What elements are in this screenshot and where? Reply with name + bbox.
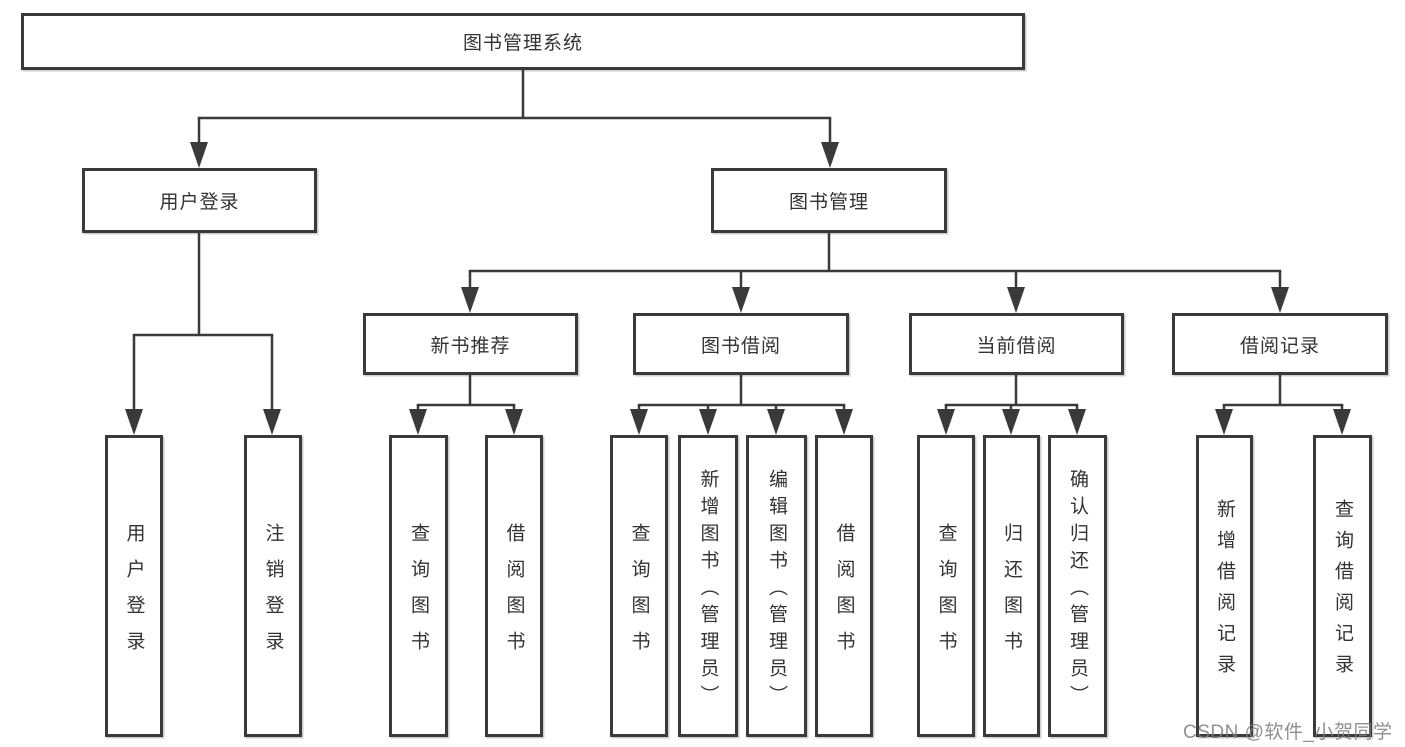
leaf-label: 确认归还（管理员） [1067,468,1088,712]
leaf-query-borrow-record: 查询借阅记录 [1313,435,1372,737]
node-label: 图书管理系统 [462,33,583,54]
csdn-watermark: CSDN @软件_小贺同学 [1183,722,1393,743]
leaf-label: 注销登录 [262,522,284,667]
node-label: 图书管理 [788,192,869,213]
leaf-label: 借阅图书 [833,522,855,667]
arrowhead-icons [125,142,1351,435]
leaf-label: 查询图书 [628,522,650,667]
node-label: 图书借阅 [700,335,781,357]
leaf-return-books: 归还图书 [983,435,1040,737]
leaf-add-books-admin: 新增图书（管理员） [678,435,738,737]
node-book-borrow: 图书借阅 [633,313,849,375]
leaf-label: 借阅图书 [503,522,525,667]
node-user-login: 用户登录 [82,168,317,233]
leaf-borrow-books: 借阅图书 [485,435,543,737]
leaf-logout: 注销登录 [244,435,302,737]
node-label: 当前借阅 [976,335,1057,357]
leaf-label: 新增借阅记录 [1214,499,1235,685]
leaf-label: 用户登录 [123,522,145,667]
leaf-query-books: 查询图书 [610,435,668,737]
leaf-edit-books-admin: 编辑图书（管理员） [746,435,807,737]
leaf-user-login: 用户登录 [105,435,163,737]
node-new-book-recommend: 新书推荐 [363,313,578,375]
node-current-borrow: 当前借阅 [909,313,1124,375]
leaf-borrow-books: 借阅图书 [815,435,873,737]
leaf-query-books: 查询图书 [389,435,448,737]
leaf-add-borrow-record: 新增借阅记录 [1196,435,1253,737]
node-root-system: 图书管理系统 [21,13,1025,70]
leaf-label: 查询图书 [935,522,957,667]
leaf-label: 查询图书 [408,522,429,667]
node-book-management: 图书管理 [711,168,947,233]
leaf-label: 归还图书 [1001,522,1022,667]
leaf-query-books: 查询图书 [917,435,975,737]
node-label: 新书推荐 [430,335,511,357]
leaf-label: 查询借阅记录 [1332,499,1353,685]
node-label: 借阅记录 [1239,335,1320,357]
leaf-label: 编辑图书（管理员） [766,468,787,712]
leaf-confirm-return-admin: 确认归还（管理员） [1048,435,1107,737]
leaf-label: 新增图书（管理员） [697,468,719,712]
node-borrow-records: 借阅记录 [1172,313,1388,375]
node-label: 用户登录 [159,192,240,213]
